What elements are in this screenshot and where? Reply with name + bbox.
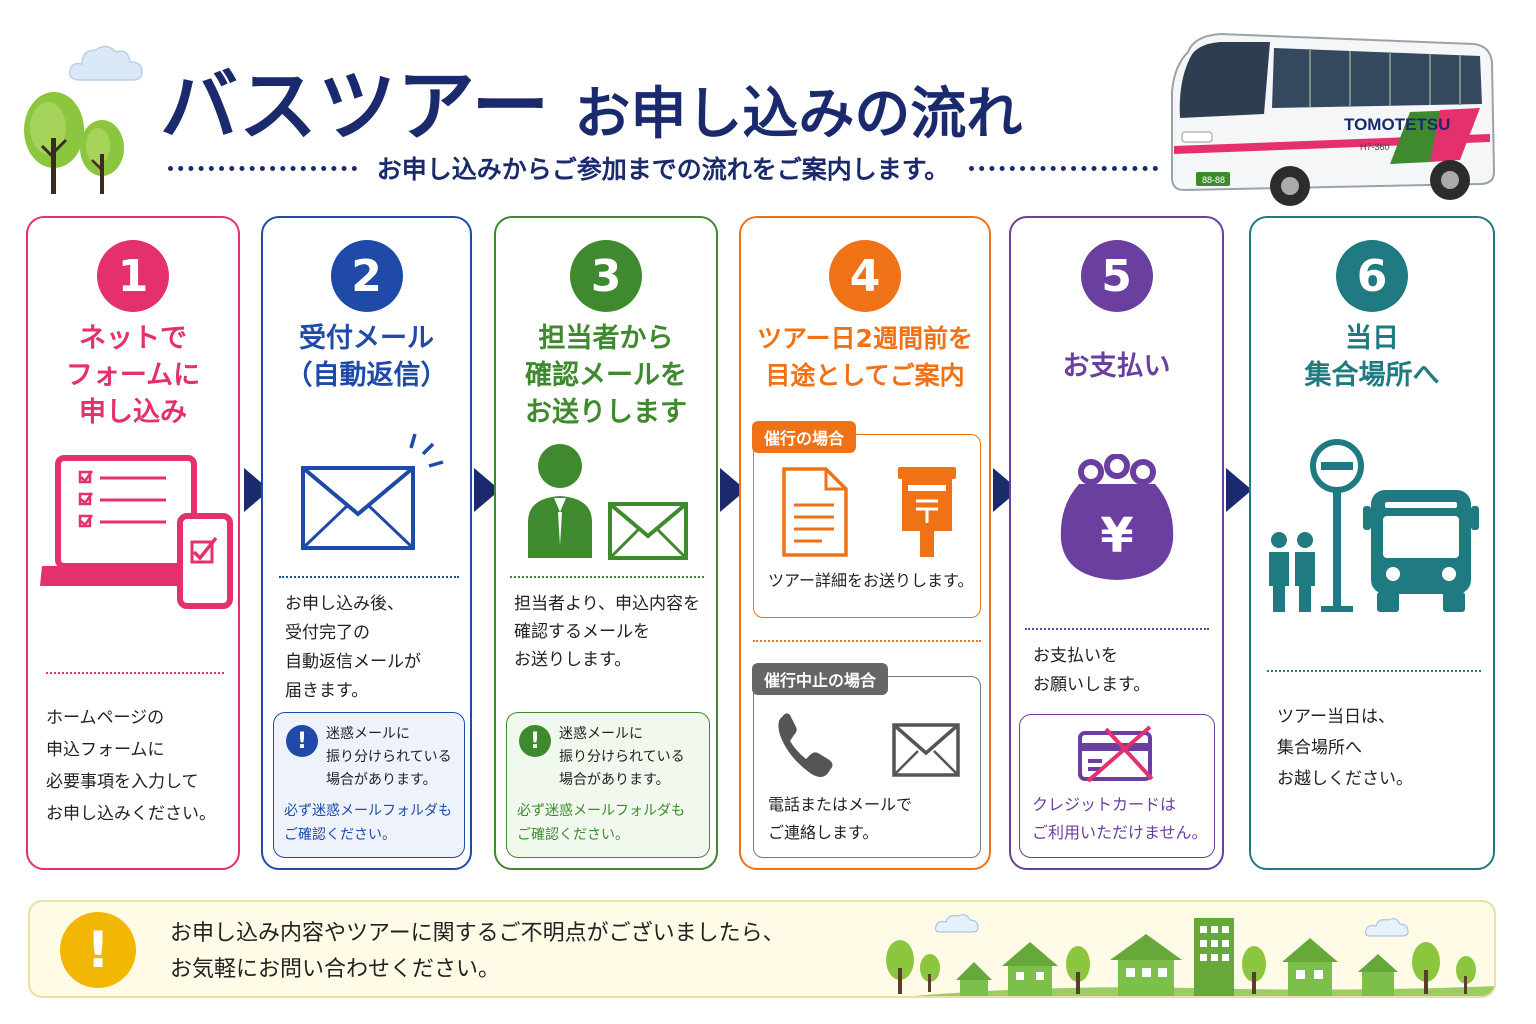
alert-icon: !	[60, 912, 136, 988]
laptop-smartphone-form-icon	[40, 455, 233, 609]
cancel-case-text: 電話またはメールで ご連絡します。	[768, 795, 913, 842]
divider	[510, 576, 704, 578]
step-card-5: 5 お支払い ¥ お支払いを お願いします。 クレジットカードは ご利用いただけ…	[1009, 216, 1224, 870]
step-number: 1	[97, 240, 169, 312]
flow-arrow-5	[1226, 468, 1252, 512]
step-title: ネットで フォームに 申し込み	[65, 323, 201, 428]
step-number: 5	[1080, 240, 1153, 312]
go-case-box: 催行の場合 ツアー詳細をお送りします。	[752, 421, 981, 618]
step-number: 4	[829, 240, 901, 312]
step-description: ホームページの 申込フォームに 必要事項を入力して お申し込みください。	[46, 708, 216, 824]
bus-code: H7-360	[1360, 142, 1390, 152]
step-description: お申し込み後、 受付完了の 自動返信メールが 届きます。	[285, 594, 421, 701]
warning-text: 迷惑メールに 振り分けられている 場合があります。	[559, 726, 685, 788]
credit-card-notice: クレジットカードは ご利用いただけません。	[1019, 714, 1215, 858]
go-case-text: ツアー詳細をお送りします。	[768, 571, 974, 590]
town-illustration-icon	[886, 914, 1494, 996]
tour-bus-icon: TOMOTETSU H7-360 88-88	[1171, 32, 1496, 206]
step-title: お支払い	[1062, 351, 1171, 382]
dotted-divider	[168, 165, 357, 171]
bus-brand: TOMOTETSU	[1344, 115, 1450, 134]
warning-text: 迷惑メールに 振り分けられている 場合があります。	[326, 726, 452, 788]
step-title: ツアー日2週間前を 目途としてご案内	[757, 324, 973, 390]
alert-icon: !	[519, 725, 551, 757]
step-title: 受付メール （自動返信）	[285, 323, 448, 391]
divider	[46, 672, 224, 674]
title-sub: お申し込みの流れ	[574, 82, 1023, 147]
phone-envelope-icon	[778, 713, 960, 777]
cancel-case-label: 催行中止の場合	[752, 663, 889, 695]
step-number: 3	[570, 240, 642, 312]
cloud-icon	[68, 45, 143, 81]
divider	[753, 640, 981, 642]
spam-warning-box: ! 迷惑メールに 振り分けられている 場合があります。 必ず迷惑メールフォルダも…	[273, 712, 465, 858]
alert-icon: !	[286, 725, 318, 757]
divider	[1267, 670, 1481, 672]
warning-note: 必ず迷惑メールフォルダも ご確認ください。	[517, 803, 685, 843]
contact-notice: ! お申し込み内容やツアーに関するご不明点がございましたら、 お気軽にお問い合わ…	[28, 900, 1496, 998]
page-title: バスツアーお申し込みの流れ	[160, 44, 1140, 156]
step-number: 2	[330, 240, 403, 312]
step-title: 担当者から 確認メールを お送りします	[525, 323, 687, 428]
step-card-4: 4 ツアー日2週間前を 目途としてご案内 催行の場合 ツアー詳細をお送りします。…	[739, 216, 991, 870]
step-title: 当日 集合場所へ	[1304, 323, 1440, 391]
cancel-case-box: 催行中止の場合 電話またはメールで ご連絡します。	[752, 663, 981, 858]
subtitle-row: お申し込みからご参加までの流れをご案内します。	[168, 150, 1159, 186]
header: バスツアーお申し込みの流れ お申し込みからご参加までの流れをご案内します。 TO…	[0, 0, 1536, 215]
document-postbox-icon	[782, 467, 956, 557]
go-case-label: 催行の場合	[752, 421, 857, 453]
person-envelope-icon	[528, 444, 688, 560]
step-card-6: 6 当日 集合場所へ ツアー当日は、 集合場所へ お越しください。	[1249, 216, 1495, 870]
yen-purse-icon: ¥	[1060, 454, 1174, 580]
title-main: バスツアー	[160, 62, 551, 152]
warning-note: 必ず迷惑メールフォルダも ご確認ください。	[284, 803, 452, 843]
page-subtitle: お申し込みからご参加までの流れをご案内します。	[376, 155, 950, 184]
credit-card-text: クレジットカードは ご利用いただけません。	[1032, 795, 1208, 842]
step-description: お支払いを お願いします。	[1033, 646, 1151, 695]
step-description: ツアー当日は、 集合場所へ お越しください。	[1277, 707, 1413, 789]
spam-warning-box: ! 迷惑メールに 振り分けられている 場合があります。 必ず迷惑メールフォルダも…	[506, 712, 710, 858]
trees-icon	[24, 92, 124, 194]
no-credit-card-icon	[1078, 725, 1154, 783]
envelope-icon	[301, 433, 444, 550]
step-card-3: 3 担当者から 確認メールを お送りします 担当者より、申込内容を 確認するメー…	[494, 216, 718, 870]
dotted-divider	[969, 165, 1159, 171]
divider	[1025, 628, 1209, 630]
bus-stop-icon	[1269, 439, 1479, 612]
divider	[279, 576, 459, 578]
bus-plate: 88-88	[1202, 175, 1225, 185]
step-description: 担当者より、申込内容を 確認するメールを お送りします。	[514, 594, 700, 670]
contact-text: お申し込み内容やツアーに関するご不明点がございましたら、 お気軽にお問い合わせく…	[170, 921, 785, 982]
step-card-1: 1 ネットで フォームに 申し込み ホームページの 申込フォームに 必要事項を入…	[26, 216, 240, 870]
step-card-2: 2 受付メール （自動返信） お申し込み後、 受付完了の 自動返信メールが 届き…	[261, 216, 472, 870]
svg-text:¥: ¥	[1100, 508, 1133, 564]
step-number: 6	[1336, 240, 1408, 312]
